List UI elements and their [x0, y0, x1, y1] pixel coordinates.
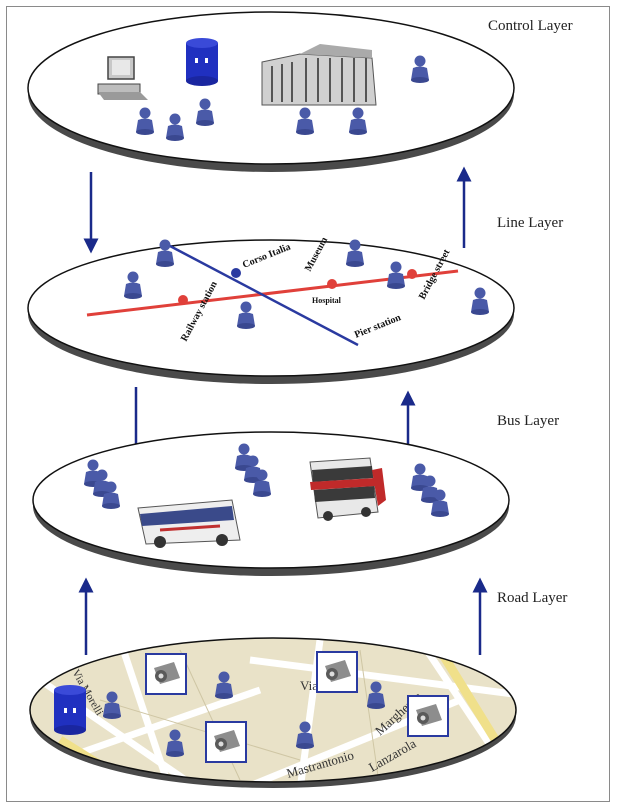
camera-icon — [205, 721, 247, 763]
road-layer-label: Road Layer — [497, 590, 568, 606]
control-layer-label: Control Layer — [488, 18, 573, 34]
bus-icon — [137, 499, 241, 548]
station-dot — [178, 295, 188, 305]
database-icon — [54, 685, 86, 735]
database-icon — [186, 38, 218, 86]
line-layer-label: Line Layer — [497, 215, 564, 231]
blue-route-line — [169, 244, 359, 347]
computer-icon — [97, 56, 148, 100]
person-icon — [156, 239, 174, 267]
camera-icon — [407, 695, 449, 737]
bus-layer-label: Bus Layer — [497, 413, 560, 429]
camera-icon — [145, 653, 187, 695]
building-icon — [261, 44, 377, 106]
station-dot — [327, 279, 337, 289]
station-dot — [407, 269, 417, 279]
station-dot — [231, 268, 241, 278]
station-label: Hospital — [312, 296, 342, 305]
camera-icon — [316, 651, 358, 693]
street-label: Via — [300, 678, 318, 693]
double-decker-bus-icon — [309, 457, 386, 521]
